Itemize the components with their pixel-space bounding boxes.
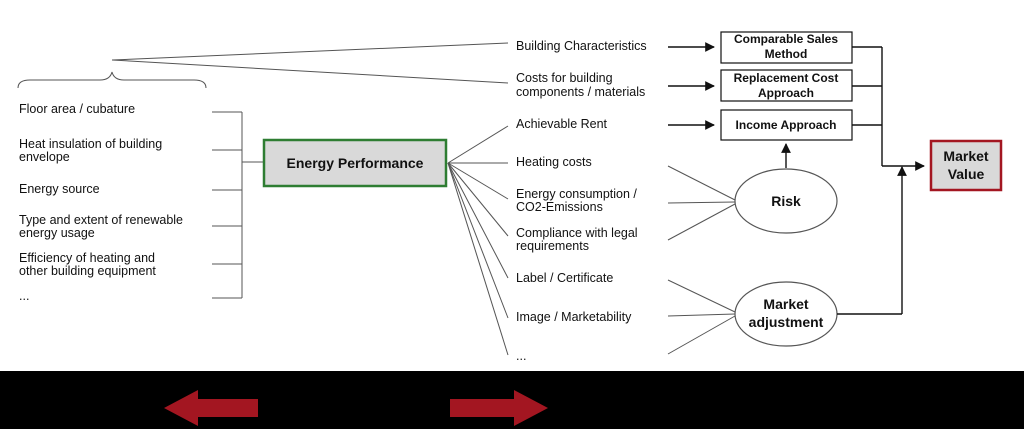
risk-inputs: [667, 165, 736, 241]
comparable-sales-box: [720, 31, 853, 64]
collector-lines: [852, 46, 925, 171]
energy-performance-label: Energy Performance: [287, 155, 424, 171]
risk-label: Risk: [771, 193, 801, 209]
outcome-heating-costs: Heating costs: [516, 155, 592, 169]
brace-line-top: [111, 42, 509, 61]
market-adjustment-inputs: [667, 279, 736, 355]
energy-performance-box: [262, 138, 448, 188]
outcome-list: Building Characteristics Costs for build…: [516, 39, 647, 363]
right-arrow-icon: [450, 390, 548, 426]
method-arrows: [668, 42, 715, 130]
outcome-label-certificate: Label / Certificate: [516, 271, 613, 285]
outcome-achievable-rent: Achievable Rent: [516, 117, 608, 131]
brace: [17, 71, 207, 89]
factor-connector: [212, 111, 264, 299]
factor-label: Energy source: [19, 182, 100, 196]
diagram-panel: [0, 0, 1024, 371]
factor-label: ...: [19, 289, 29, 303]
income-approach-label: Income Approach: [736, 118, 837, 132]
outcome-energy-consumption: Energy consumption /CO2-Emissions: [516, 187, 637, 214]
outcome-image-marketability: Image / Marketability: [516, 310, 632, 324]
risk-ellipse: [734, 168, 838, 234]
factor-label: Floor area / cubature: [19, 102, 135, 116]
outcome-building-characteristics: Building Characteristics: [516, 39, 647, 53]
fan-lines: [447, 125, 509, 356]
left-arrow-icon: [164, 390, 258, 426]
market-value-box: [929, 139, 1003, 192]
brace-line-costs: [111, 59, 509, 84]
outcome-more: ...: [516, 349, 526, 363]
income-approach-box: [720, 109, 853, 141]
factor-list: Floor area / cubature Heat insulation of…: [19, 102, 183, 303]
